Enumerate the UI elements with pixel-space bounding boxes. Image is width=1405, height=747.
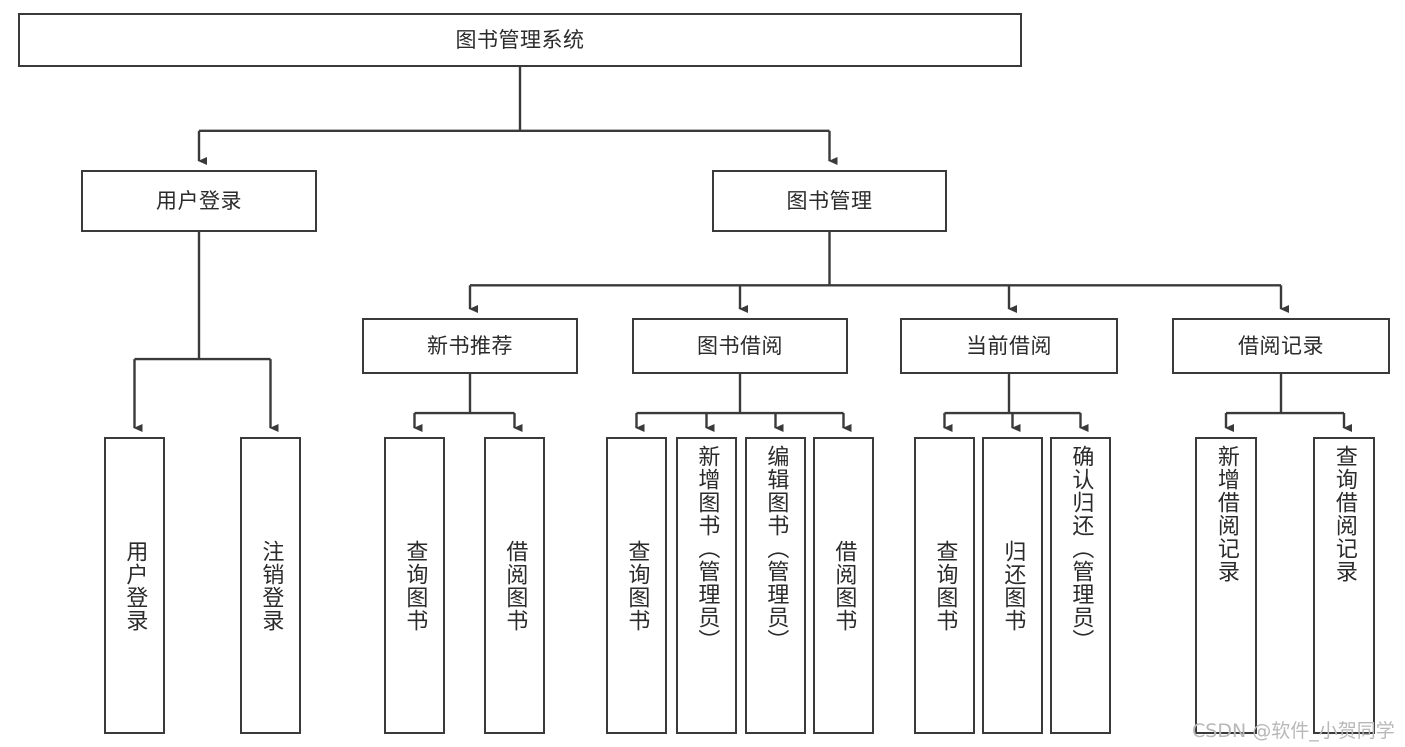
node-leaf-re-query[interactable]: 查询借阅记录 <box>1313 437 1375 734</box>
node-label: 查询图书 <box>932 539 958 632</box>
node-label: 借阅图书 <box>831 539 857 632</box>
node-label: 查询图书 <box>624 539 650 632</box>
node-leaf-bo-borrow[interactable]: 借阅图书 <box>813 437 874 734</box>
csdn-watermark: CSDN @软件_小贺同学 <box>1192 720 1395 742</box>
node-label: 借阅记录 <box>1238 333 1324 358</box>
node-leaf-cu-return[interactable]: 归还图书 <box>982 437 1043 734</box>
node-leaf-user-logout[interactable]: 注销登录 <box>240 437 301 734</box>
node-label: 查询借阅记录 <box>1331 445 1357 583</box>
node-newbook[interactable]: 新书推荐 <box>362 318 578 374</box>
node-leaf-cu-query[interactable]: 查询图书 <box>914 437 975 734</box>
node-label: 借阅图书 <box>502 539 528 632</box>
node-label: 用户登录 <box>122 539 148 632</box>
node-label: 确认归还（管理员） <box>1068 445 1094 652</box>
node-label: 图书管理系统 <box>455 27 585 52</box>
node-bookmgmt[interactable]: 图书管理 <box>712 170 947 232</box>
node-label: 新增借阅记录 <box>1213 445 1239 583</box>
node-label: 注销登录 <box>258 539 284 632</box>
node-borrow[interactable]: 图书借阅 <box>632 318 848 374</box>
node-leaf-user-login[interactable]: 用户登录 <box>104 437 165 734</box>
node-label: 用户登录 <box>156 188 242 213</box>
node-login[interactable]: 用户登录 <box>81 170 317 232</box>
node-leaf-cu-confirm[interactable]: 确认归还（管理员） <box>1050 437 1111 734</box>
node-label: 当前借阅 <box>966 333 1052 358</box>
node-root[interactable]: 图书管理系统 <box>18 13 1022 67</box>
node-label: 新增图书（管理员） <box>694 445 720 652</box>
node-label: 查询图书 <box>402 539 428 632</box>
node-records[interactable]: 借阅记录 <box>1172 318 1390 374</box>
node-leaf-nb-borrow[interactable]: 借阅图书 <box>484 437 545 734</box>
node-label: 图书借阅 <box>697 333 783 358</box>
node-label: 编辑图书（管理员） <box>763 445 789 652</box>
node-leaf-bo-edit[interactable]: 编辑图书（管理员） <box>745 437 806 734</box>
node-label: 新书推荐 <box>427 333 513 358</box>
node-leaf-bo-query[interactable]: 查询图书 <box>606 437 667 734</box>
node-current[interactable]: 当前借阅 <box>900 318 1118 374</box>
node-label: 归还图书 <box>1000 539 1026 632</box>
node-leaf-nb-query[interactable]: 查询图书 <box>384 437 445 734</box>
node-leaf-re-add[interactable]: 新增借阅记录 <box>1195 437 1257 734</box>
node-label: 图书管理 <box>786 188 873 213</box>
node-leaf-bo-add[interactable]: 新增图书（管理员） <box>676 437 737 734</box>
